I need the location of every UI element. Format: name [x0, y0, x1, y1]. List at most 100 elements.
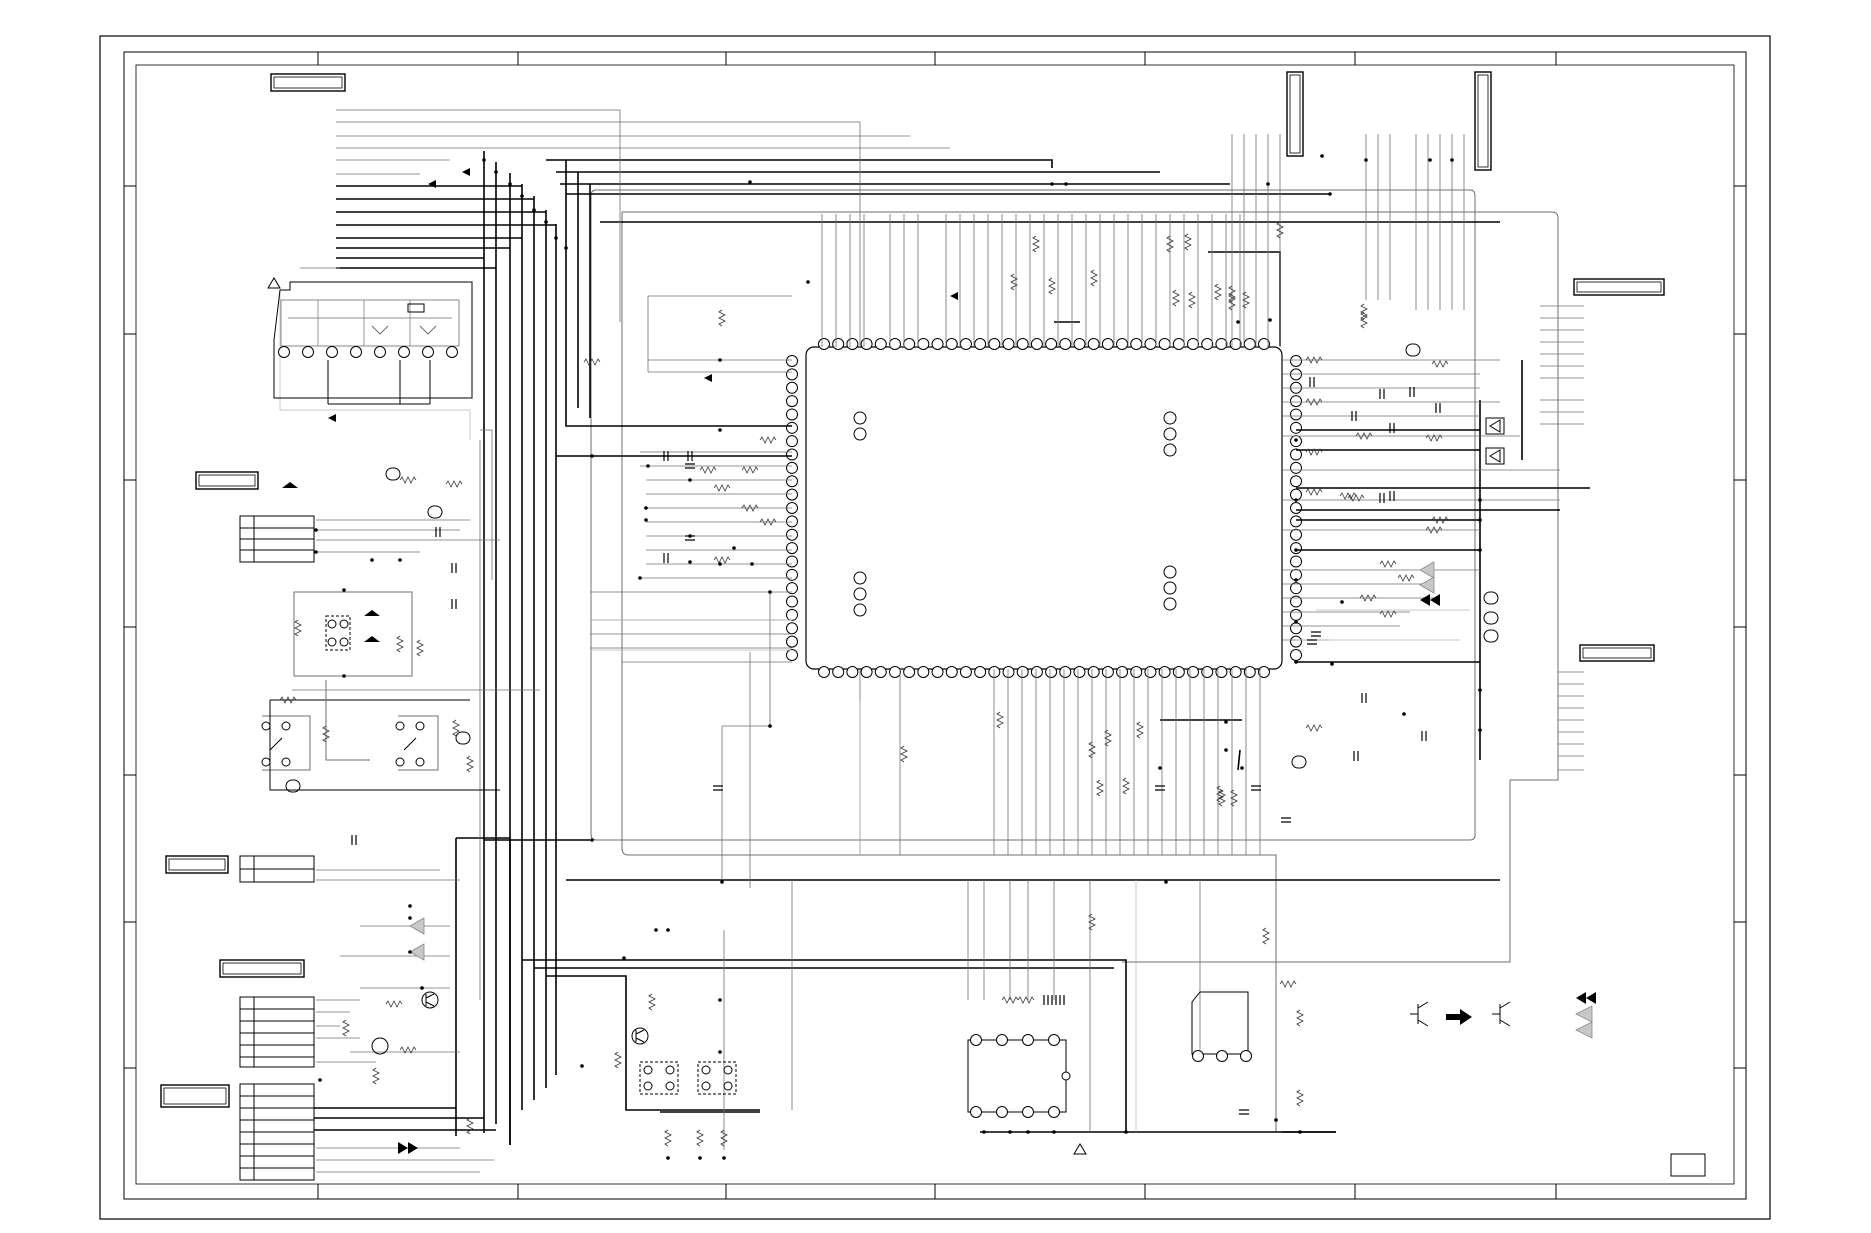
ic-pin-right	[1290, 555, 1302, 568]
junction-dot	[768, 590, 772, 594]
junction-dot	[544, 220, 548, 224]
junction-dot	[1224, 720, 1228, 724]
ic-pin-top	[1215, 338, 1228, 350]
resistor	[1305, 356, 1323, 364]
capacitor	[1353, 751, 1359, 761]
dip-pin	[996, 1034, 1008, 1046]
ic-pin-right	[1290, 515, 1302, 528]
junction-dot	[318, 1078, 322, 1082]
capacitor	[685, 463, 695, 469]
connector-left-tables	[239, 515, 315, 1181]
ic-pin-bottom	[1229, 666, 1242, 678]
resistor	[648, 993, 656, 1011]
resistor	[416, 639, 424, 657]
junction-dot	[482, 158, 486, 162]
ic-pin-left	[786, 555, 798, 568]
dip-pin	[1048, 1034, 1060, 1046]
junction-dot	[638, 576, 642, 580]
ic-pin-left	[786, 568, 798, 581]
resistor	[1305, 488, 1323, 496]
junction-dot	[1158, 766, 1162, 770]
junction-dot	[688, 478, 692, 482]
resistor	[372, 1067, 380, 1085]
resistor	[1096, 779, 1104, 797]
resistor	[1230, 789, 1238, 807]
resistor	[1090, 269, 1098, 287]
junction-dot	[1328, 192, 1332, 196]
resistor	[1359, 594, 1377, 602]
dip-pin	[970, 1106, 982, 1118]
resistor	[759, 518, 777, 526]
resistor	[1397, 574, 1415, 582]
passive-components	[279, 221, 1449, 1147]
ic-pin-top	[874, 338, 887, 350]
resistor	[1228, 293, 1236, 311]
junction-dot	[1164, 880, 1168, 884]
junction-dot	[722, 1156, 726, 1160]
ic-pin-top	[846, 338, 859, 350]
resistor	[445, 480, 463, 488]
resistor	[713, 556, 731, 564]
junction-dot	[1294, 438, 1298, 442]
resistor	[294, 619, 302, 637]
junction-dot	[718, 428, 722, 432]
resistor	[399, 476, 417, 484]
junction-dot	[408, 916, 412, 920]
ic-pin-left	[786, 608, 798, 621]
junction-dot	[698, 1156, 702, 1160]
junction-dot	[718, 998, 722, 1002]
resistor	[1166, 235, 1174, 253]
junction-dot	[1052, 1130, 1056, 1134]
resistor	[664, 1129, 672, 1147]
junction-dot	[654, 928, 658, 932]
resistor	[322, 725, 330, 743]
ic-pin-left	[786, 381, 798, 394]
resistor	[1188, 291, 1196, 309]
capacitor	[1379, 493, 1385, 503]
resistor	[741, 466, 759, 474]
ic-pin-bottom	[1116, 666, 1129, 678]
junction-dot	[580, 1064, 584, 1068]
ic-pin-bottom	[818, 666, 830, 678]
junction-dot	[666, 928, 670, 932]
resistor	[466, 1117, 474, 1135]
resistor	[1296, 1009, 1304, 1027]
regulator-pins	[278, 346, 458, 358]
capacitor	[1421, 731, 1427, 741]
regulator-pin	[1216, 1050, 1228, 1062]
dip-ic-pins	[970, 1034, 1252, 1118]
ic-pin-bottom	[903, 666, 916, 678]
resistor	[1214, 283, 1222, 301]
ic-pin-top	[1172, 338, 1185, 350]
ic-pin-left	[786, 408, 798, 421]
resistor	[1305, 398, 1323, 406]
capacitor	[1043, 995, 1049, 1005]
arrow-icon	[1446, 1009, 1472, 1025]
dip-pin	[1048, 1106, 1060, 1118]
ic-pin-left	[786, 622, 798, 635]
ic-pin-top	[1243, 338, 1256, 350]
junction-dot	[590, 838, 594, 842]
resistor	[342, 1019, 350, 1037]
dip-pin	[1022, 1034, 1034, 1046]
ic-pin-bottom	[860, 666, 873, 678]
resistor	[1296, 1089, 1304, 1107]
capacitor	[435, 527, 441, 537]
resistor	[1360, 311, 1368, 329]
dip-pin	[1022, 1106, 1034, 1118]
capacitor	[1361, 693, 1367, 703]
ic-pin-right	[1290, 408, 1302, 421]
capacitor	[451, 599, 457, 609]
junction-dot	[750, 562, 754, 566]
resistor	[1122, 777, 1130, 795]
ic-pin-bottom	[1059, 666, 1072, 678]
capacitor	[1281, 817, 1291, 823]
junction-dot	[1050, 182, 1054, 186]
capacitor	[1389, 491, 1395, 501]
ic-pin-top	[1258, 338, 1270, 350]
ic-pin-right	[1290, 542, 1302, 555]
junction-dot	[1450, 158, 1454, 162]
ic-pin-bottom	[1045, 666, 1058, 678]
bus-lines	[314, 151, 1590, 1145]
double-triangle-icon	[398, 594, 1596, 1154]
